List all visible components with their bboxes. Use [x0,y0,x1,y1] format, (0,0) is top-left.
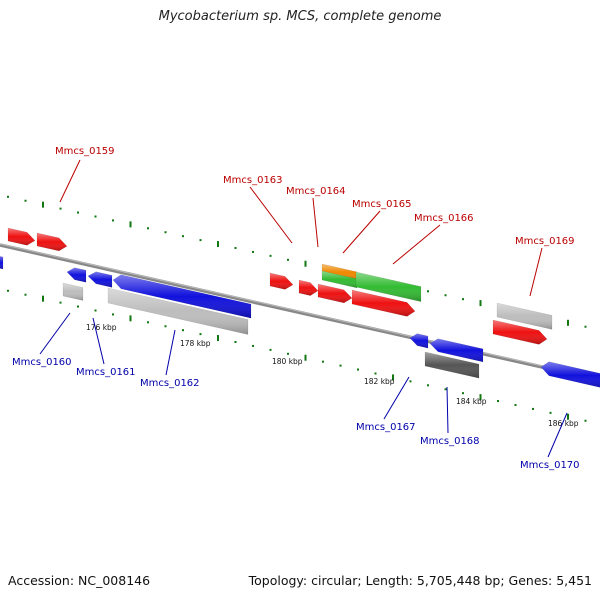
leader-line [92,317,105,365]
gene-arrow-shading [113,274,251,319]
feature-box-shading [356,272,421,302]
genome-summary-text: Topology: circular; Length: 5,705,448 bp… [248,573,592,588]
gene-label: Mmcs_0165 [352,199,412,210]
gene-label: Mmcs_0161 [76,367,136,378]
feature-box-shading [425,352,479,379]
scale-label: 184 kbp [456,397,487,406]
gene-label: Mmcs_0170 [520,460,580,471]
gene-arrow-shading [318,284,352,303]
leader-line [529,247,543,297]
scale-label: 176 kbp [86,323,117,332]
leader-line [392,224,441,265]
gene-arrow-shading [493,320,547,345]
labels: 176 kbp 178 kbp 180 kbp 182 kbp 184 kbp 186 k… [12,146,580,471]
leader-line [383,376,410,420]
leader-line [39,312,71,355]
feature-box-shading [497,303,552,330]
gene-label: Mmcs_0160 [12,357,72,368]
leader-line [165,329,176,376]
gene-label: Mmcs_0164 [286,186,346,197]
gene-label: Mmcs_0168 [420,436,480,447]
leader-line [342,210,381,254]
scale-label: 178 kbp [180,339,211,348]
map-title: Mycobacterium sp. MCS, complete genome [158,9,442,24]
gene-arrow-shading [37,233,67,251]
gene-label: Mmcs_0159 [55,146,115,157]
gene-arrow-shading [352,290,415,317]
leader-line [547,412,568,458]
leader-line [312,197,319,248]
gene-label: Mmcs_0169 [515,236,575,247]
gene-arrow-shading [67,267,86,283]
gene-arrow-shading [270,273,293,290]
backbone-highlight [0,243,600,380]
gene-arrow-shading [88,271,112,288]
gene-arrow-shading [541,361,600,388]
accession-text: Accession: NC_008146 [8,573,151,588]
gene-arrow-shading [0,256,3,269]
leader-line [249,186,293,244]
scale-label: 180 kbp [272,357,303,366]
scale-label: 182 kbp [364,377,395,386]
backbone-line [0,243,600,382]
backbone [0,243,600,382]
leader-line [446,386,449,434]
gene-label: Mmcs_0162 [140,378,200,389]
feature-box-shading [322,271,357,288]
feature-box-shading [108,288,248,335]
scale-label: 186 kbp [548,419,579,428]
gene-arrow-shading [8,228,35,246]
feature-box-shading [63,283,83,301]
gene-label: Mmcs_0166 [414,213,474,224]
gene-arrow-shading [430,338,483,362]
features [0,227,600,388]
gene-arrow-shading [299,280,318,296]
gene-arrow-shading [410,333,428,349]
gene-label: Mmcs_0167 [356,422,416,433]
feature-box-shading [322,264,357,281]
gene-label: Mmcs_0163 [223,175,283,186]
leader-line [59,159,81,203]
